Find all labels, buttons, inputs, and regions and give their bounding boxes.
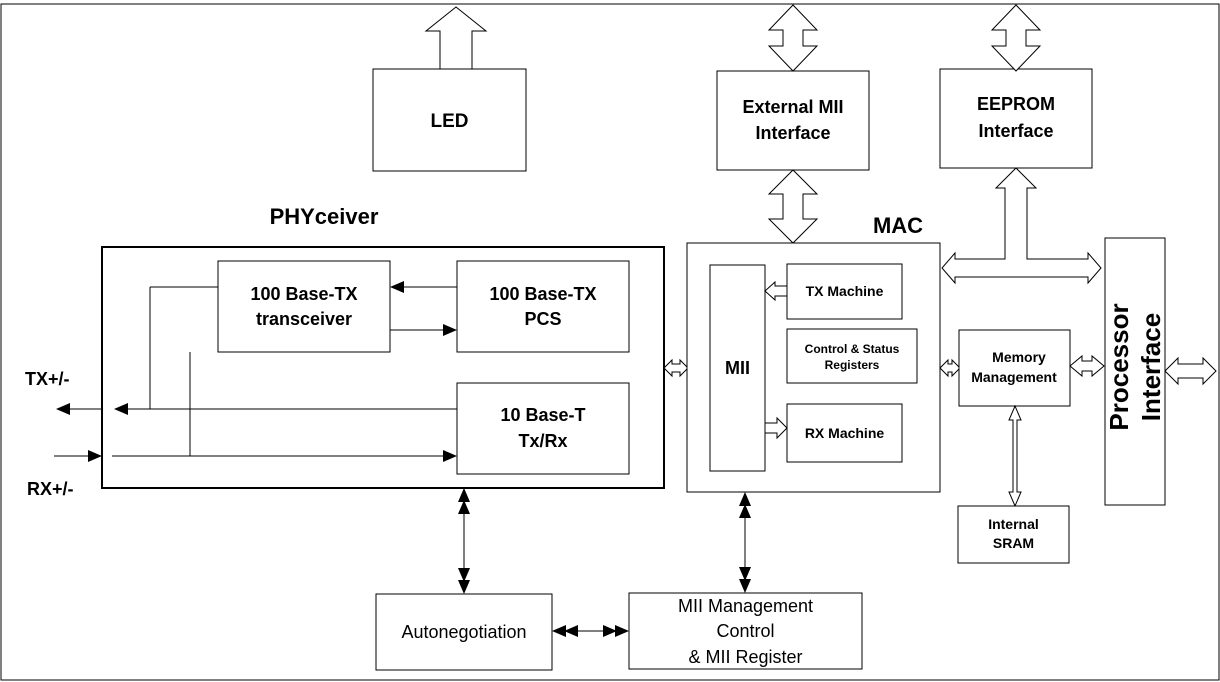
- processor-external-arrow: [1164, 356, 1217, 386]
- rx-path: [54, 352, 457, 462]
- led-up-arrow: [424, 6, 488, 70]
- csr-line2: Registers: [825, 358, 880, 372]
- external-mii-block: External MII Interface: [716, 70, 870, 171]
- sram-line2: SRAM: [993, 535, 1034, 551]
- phyceiver-title: PHYceiver: [270, 204, 379, 229]
- mii-mgmt-mac-arrow: [739, 492, 751, 593]
- mac-memory-arrow: [939, 358, 961, 378]
- tx-machine-label: TX Machine: [806, 283, 884, 299]
- external-mii-line1: External MII: [742, 97, 843, 117]
- external-mii-line2: Interface: [755, 123, 830, 143]
- tx100-to-pcs-arrow: [390, 324, 457, 336]
- memory-processor-arrow: [1069, 354, 1105, 378]
- external-mii-top-arrow: [767, 4, 819, 72]
- mii-mgmt-line2: Control: [716, 621, 774, 641]
- t10-block: 10 Base-T Tx/Rx: [456, 382, 630, 475]
- pcs-to-tx100-arrow: [390, 281, 457, 293]
- autoneg-mii-mgmt-arrow: [552, 625, 629, 637]
- mac-mii-block: MII: [709, 264, 766, 472]
- mii-mgmt-line1: MII Management: [678, 596, 813, 616]
- t10-line2: Tx/Rx: [518, 431, 567, 451]
- mii-to-rx-arrow: [764, 416, 788, 440]
- tx-machine-block: TX Machine: [786, 263, 903, 320]
- phy-mac-arrow: [663, 358, 689, 378]
- rx-machine-block: RX Machine: [786, 403, 903, 463]
- pcs100-line2: PCS: [524, 309, 561, 329]
- tx100-transceiver-block: 100 Base-TX transceiver: [217, 260, 391, 353]
- processor-line2: Interface: [1136, 313, 1166, 421]
- tx-label: TX+/-: [25, 369, 70, 389]
- csr-block: Control & Status Registers: [786, 328, 918, 384]
- processor-block: Processor Interface: [1104, 237, 1166, 506]
- memory-block: Memory Management: [958, 329, 1071, 407]
- eeprom-line1: EEPROM: [977, 94, 1055, 114]
- autoneg-label: Autonegotiation: [401, 622, 526, 642]
- tx-to-mii-arrow: [764, 280, 788, 302]
- csr-line1: Control & Status: [805, 342, 900, 356]
- tx100-line2: transceiver: [256, 309, 352, 329]
- eeprom-top-arrow: [990, 4, 1042, 72]
- mac-mii-label: MII: [725, 358, 750, 378]
- eeprom-line2: Interface: [978, 121, 1053, 141]
- tx100-line1: 100 Base-TX: [250, 284, 357, 304]
- memory-line2: Management: [971, 369, 1057, 385]
- mii-mgmt-line3: & MII Register: [688, 647, 802, 667]
- led-label: LED: [431, 111, 469, 132]
- autoneg-phy-arrow: [458, 488, 470, 594]
- frame: [0, 3, 1220, 681]
- memory-line1: Memory: [992, 349, 1046, 365]
- sram-block: Internal SRAM: [957, 505, 1070, 564]
- memory-sram-arrow: [1008, 404, 1022, 508]
- eeprom-block: EEPROM Interface: [939, 68, 1093, 169]
- tx-path: [56, 286, 457, 415]
- system-bus-arrow: [941, 167, 1102, 285]
- external-mii-mac-arrow: [767, 169, 819, 244]
- autoneg-block: Autonegotiation: [375, 593, 553, 671]
- sram-line1: Internal: [988, 516, 1039, 532]
- rx-label: RX+/-: [27, 479, 74, 499]
- processor-line1: Processor: [1104, 303, 1134, 430]
- mii-mgmt-block: MII Management Control & MII Register: [628, 592, 863, 670]
- t10-line1: 10 Base-T: [500, 405, 585, 425]
- pcs100-line1: 100 Base-TX: [489, 284, 596, 304]
- mac-title: MAC: [873, 213, 923, 238]
- pcs100-block: 100 Base-TX PCS: [456, 260, 630, 353]
- led-block: LED: [372, 68, 527, 172]
- rx-machine-label: RX Machine: [805, 425, 885, 441]
